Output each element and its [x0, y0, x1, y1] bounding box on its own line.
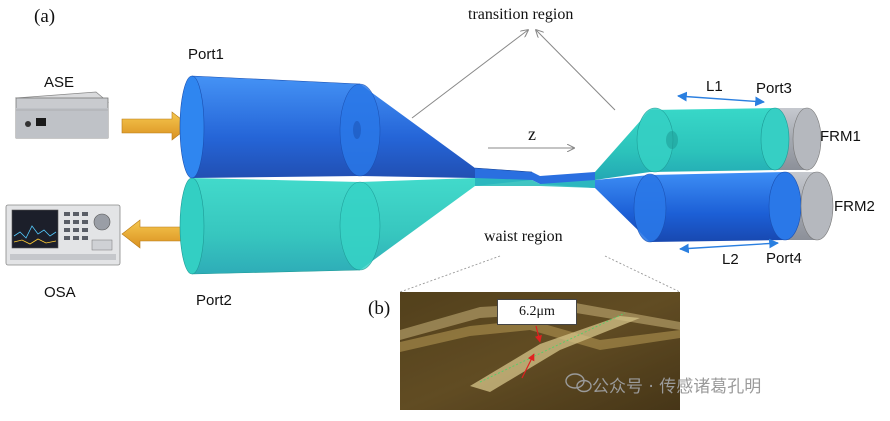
waist-region-label: waist region — [484, 228, 563, 245]
port2-fiber — [179, 177, 475, 275]
measurement-label: 6.2μm — [497, 299, 577, 325]
z-axis-label: z — [528, 124, 536, 144]
l1-arrow — [677, 91, 765, 107]
watermark-logo-icon — [565, 373, 592, 393]
ase-label: ASE — [44, 74, 75, 91]
measure-arrow-bottom — [521, 353, 535, 379]
frm1-mirror — [760, 107, 822, 171]
port3-fiber — [595, 107, 775, 180]
osa-label: OSA — [44, 284, 76, 301]
waist-fiber — [474, 167, 595, 188]
port4-label: Port4 — [766, 250, 802, 267]
frm2-label: FRM2 — [834, 198, 875, 215]
port1-label: Port1 — [188, 46, 224, 63]
transition-region-label: transition region — [468, 6, 574, 23]
frm1-label: FRM1 — [820, 128, 861, 145]
osa-device — [5, 204, 121, 266]
measure-arrow-top — [534, 325, 542, 343]
l1-label: L1 — [706, 78, 723, 95]
waist-zoom-lines — [399, 255, 681, 293]
port2-label: Port2 — [196, 292, 232, 309]
panel-label-a: (a) — [34, 6, 56, 27]
port4-fiber — [595, 172, 785, 243]
ase-device — [14, 91, 110, 139]
watermark-text: 公众号 · 传感诸葛孔明 — [592, 377, 762, 397]
l2-arrow — [679, 238, 779, 254]
port1-fiber — [179, 75, 475, 179]
l2-label: L2 — [722, 251, 739, 268]
transition-region-pointer — [411, 30, 616, 119]
port3-label: Port3 — [756, 80, 792, 97]
panel-label-b: (b) — [368, 298, 391, 319]
frm2-mirror — [768, 171, 834, 241]
